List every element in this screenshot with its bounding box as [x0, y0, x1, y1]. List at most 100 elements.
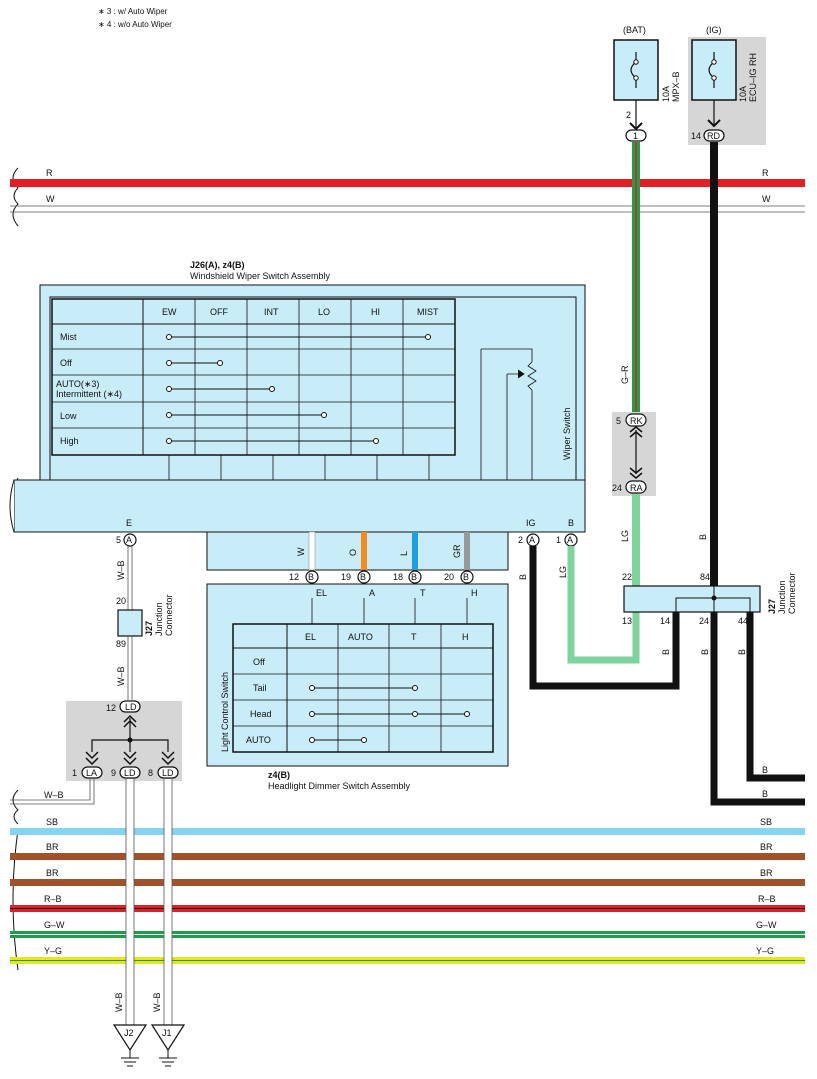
svg-text:GR: GR: [452, 544, 462, 558]
svg-text:1: 1: [633, 131, 638, 141]
svg-text:LD: LD: [124, 768, 136, 778]
svg-text:J27: J27: [767, 599, 777, 614]
svg-text:IG: IG: [526, 518, 536, 528]
bus-wire-sb: SB SB: [10, 817, 805, 835]
svg-text:12: 12: [289, 572, 299, 582]
light-switch-table: EL AUTO T H Off Tail Head AUTO: [233, 598, 493, 752]
svg-text:W: W: [296, 547, 306, 556]
svg-text:12: 12: [106, 703, 116, 713]
svg-text:B: B: [308, 572, 314, 582]
svg-text:SB: SB: [760, 817, 772, 827]
col-lo: LO: [318, 307, 330, 317]
svg-text:RD: RD: [707, 131, 720, 141]
svg-text:RA: RA: [630, 483, 643, 493]
svg-text:A: A: [529, 535, 535, 545]
svg-text:2: 2: [518, 535, 523, 545]
svg-text:R: R: [762, 168, 769, 178]
svg-text:T: T: [420, 588, 426, 598]
bus-wire-br-1: BR BR: [10, 842, 805, 860]
svg-text:10A: 10A: [738, 86, 748, 102]
svg-text:84: 84: [700, 572, 710, 582]
svg-text:2: 2: [626, 110, 631, 120]
svg-text:EL: EL: [316, 588, 327, 598]
svg-text:E: E: [126, 518, 132, 528]
ld-splice: 12 LD 1 LA 9 LD 8 LD: [66, 700, 182, 781]
fuse-bat-mpx-b: (BAT) 10A MPX–B 2 1: [613, 25, 681, 142]
wire-w-b-j1: W–B: [152, 779, 173, 1025]
ground-j1: J1: [150, 1024, 186, 1067]
svg-text:G–W: G–W: [756, 920, 777, 930]
col-auto: AUTO: [348, 632, 373, 642]
svg-text:1: 1: [72, 768, 77, 778]
svg-text:89: 89: [116, 639, 126, 649]
svg-text:(IG): (IG): [706, 25, 722, 35]
svg-text:W–B: W–B: [116, 666, 126, 686]
svg-text:LD: LD: [125, 702, 137, 712]
wire-b-j27-24: B B: [700, 612, 805, 806]
svg-text:MPX–B: MPX–B: [671, 71, 681, 102]
svg-text:R–B: R–B: [758, 894, 776, 904]
wire-b-j27-44: B B: [737, 612, 805, 782]
svg-text:LG: LG: [558, 566, 568, 578]
wire-w-b-wiper-e: W–B: [116, 546, 133, 610]
svg-text:B: B: [700, 649, 710, 655]
bus-wire-br-2: BR BR: [10, 868, 805, 886]
svg-text:O: O: [348, 549, 358, 556]
svg-text:W: W: [46, 194, 55, 204]
svg-text:B: B: [762, 789, 768, 799]
svg-text:Junction: Junction: [777, 580, 787, 614]
svg-text:ECU–IG RH: ECU–IG RH: [748, 53, 758, 102]
svg-text:LD: LD: [162, 768, 174, 778]
bus-wire-w: W W: [10, 194, 805, 213]
svg-text:J26(A), z4(B): J26(A), z4(B): [190, 260, 245, 270]
bus-wire-r: R R: [10, 168, 805, 187]
svg-text:20: 20: [116, 596, 126, 606]
wiper-switch-table: EW OFF INT LO HI MIST Mist Off AUTO(∗3) …: [51, 298, 537, 480]
svg-text:44: 44: [738, 616, 748, 626]
svg-text:G–W: G–W: [44, 920, 65, 930]
wire-g-r: G–R: [620, 142, 640, 414]
bus-wire-y-g: Y–G Y–G: [10, 946, 805, 964]
row-head: Head: [250, 709, 272, 719]
row-tail: Tail: [253, 683, 267, 693]
light-terminal-auto: O 19 B A: [341, 532, 375, 598]
svg-text:B: B: [698, 534, 708, 540]
svg-text:Y–G: Y–G: [44, 946, 62, 956]
svg-text:BR: BR: [46, 842, 59, 852]
j27-junction-connector-left: 20 89 J27 Junction Connector: [116, 594, 174, 649]
svg-text:9: 9: [111, 768, 116, 778]
svg-text:RK: RK: [630, 416, 643, 426]
svg-text:Windshield Wiper Switch Assemb: Windshield Wiper Switch Assembly: [190, 271, 331, 281]
svg-text:8: 8: [148, 768, 153, 778]
j27-junction-connector-right: 22 84 13 14 24 44 J27 Junction Connector: [622, 572, 797, 626]
svg-text:24: 24: [612, 483, 622, 493]
svg-text:R–B: R–B: [44, 894, 62, 904]
break-mark-bottom: [12, 829, 19, 971]
svg-text:19: 19: [341, 572, 351, 582]
svg-text:Y–G: Y–G: [756, 946, 774, 956]
svg-text:(BAT): (BAT): [623, 25, 646, 35]
svg-text:J2: J2: [124, 1028, 134, 1038]
row-mist: Mist: [60, 332, 77, 342]
svg-text:1: 1: [556, 535, 561, 545]
svg-text:W–B: W–B: [116, 560, 126, 580]
svg-text:W–B: W–B: [152, 992, 162, 1012]
svg-text:Junction: Junction: [154, 602, 164, 636]
row-light-auto: AUTO: [246, 735, 271, 745]
svg-text:A: A: [126, 535, 132, 545]
svg-text:LA: LA: [86, 768, 97, 778]
svg-text:B: B: [360, 572, 366, 582]
col-int: INT: [264, 307, 279, 317]
row-light-off: Off: [253, 657, 265, 667]
svg-text:Wiper Switch: Wiper Switch: [562, 407, 572, 460]
row-low: Low: [60, 411, 77, 421]
col-ew: EW: [162, 307, 177, 317]
wiper-switch-assembly: J26(A), z4(B) Windshield Wiper Switch As…: [9, 260, 586, 533]
svg-text:14: 14: [691, 131, 701, 141]
svg-text:B: B: [737, 649, 747, 655]
svg-text:G–R: G–R: [620, 365, 630, 384]
light-terminal-el: W 12 B EL: [289, 531, 327, 598]
svg-text:22: 22: [622, 572, 632, 582]
svg-text:z4(B): z4(B): [268, 770, 290, 780]
